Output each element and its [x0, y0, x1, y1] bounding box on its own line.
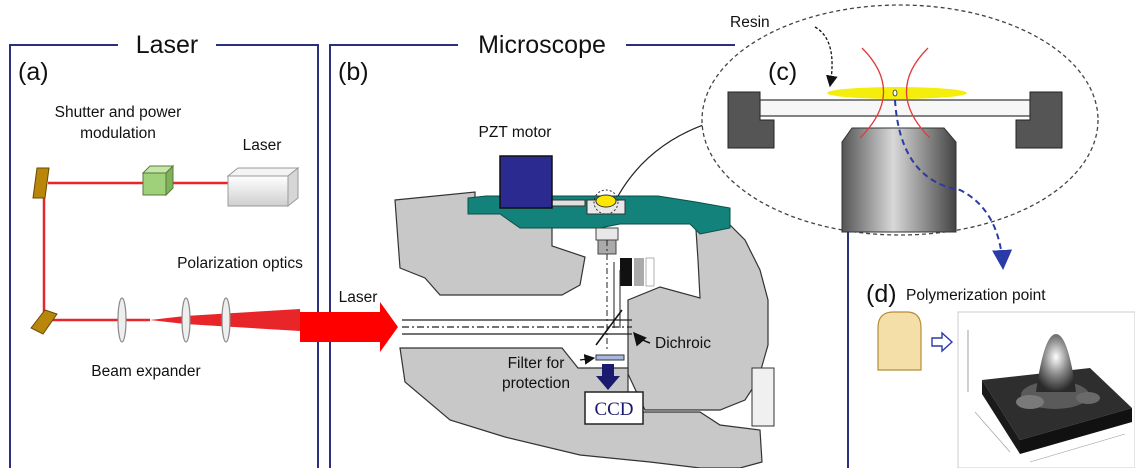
panel-c-tag: (c): [768, 58, 797, 86]
laser-source-label: Laser: [243, 137, 282, 154]
laser-output-arrow: [300, 302, 398, 352]
laser-beam-path: [42, 181, 398, 352]
laser-input-label: Laser: [339, 289, 378, 306]
zoom-focus-circle: [593, 189, 619, 215]
filter-label-line1: Filter for: [508, 355, 565, 372]
pzt-motor: [499, 155, 586, 209]
shutter-modulator-cube: [141, 164, 175, 197]
panel-a-tag: (a): [18, 58, 49, 86]
polymerization-label: Polymerization point: [906, 287, 1046, 304]
voxel-shape: [877, 311, 922, 371]
inset-slide-holder: [727, 91, 1063, 149]
ccd-arrow: [596, 364, 620, 390]
laser-source-box: [226, 166, 300, 208]
dichroic-pointer: [633, 331, 651, 347]
optical-axis-lines: [402, 240, 632, 350]
microscope-body: [394, 191, 775, 468]
filter-pointer: [579, 354, 596, 365]
inset-objective: [841, 127, 957, 233]
polymerization-pointer: [894, 99, 1013, 270]
focused-beam-cone: [859, 47, 931, 139]
mirror-bottom: [30, 309, 58, 335]
zoom-inset-ellipse: [701, 4, 1099, 236]
mirror-top: [32, 167, 50, 199]
ccd-camera: [584, 391, 644, 425]
dichroic-label: Dichroic: [655, 335, 711, 352]
pzt-motor-label: PZT motor: [479, 124, 552, 141]
objective-lens: [595, 227, 655, 287]
panel-d-tag: (d): [866, 280, 897, 308]
ccd-label: CCD: [594, 399, 633, 420]
resin-label: Resin: [730, 14, 770, 31]
microscope-section-title: Microscope: [478, 31, 606, 59]
panel-b-tag: (b): [338, 58, 369, 86]
filter-label-line2: protection: [502, 375, 570, 392]
intensity-surface-plot: [957, 311, 1135, 468]
protection-filter: [595, 354, 625, 361]
shutter-label-line1: Shutter and power: [55, 104, 182, 121]
beam-expander-lenses: [117, 297, 231, 343]
laser-section-title: Laser: [136, 31, 199, 59]
resin-pointer: [814, 26, 838, 88]
to-surface-plot-arrow: [931, 331, 954, 353]
dichroic-mirror: [595, 309, 623, 346]
shutter-label-line2: modulation: [80, 125, 156, 142]
polarization-optics-label: Polarization optics: [177, 255, 303, 272]
beam-expander-label: Beam expander: [91, 363, 200, 380]
